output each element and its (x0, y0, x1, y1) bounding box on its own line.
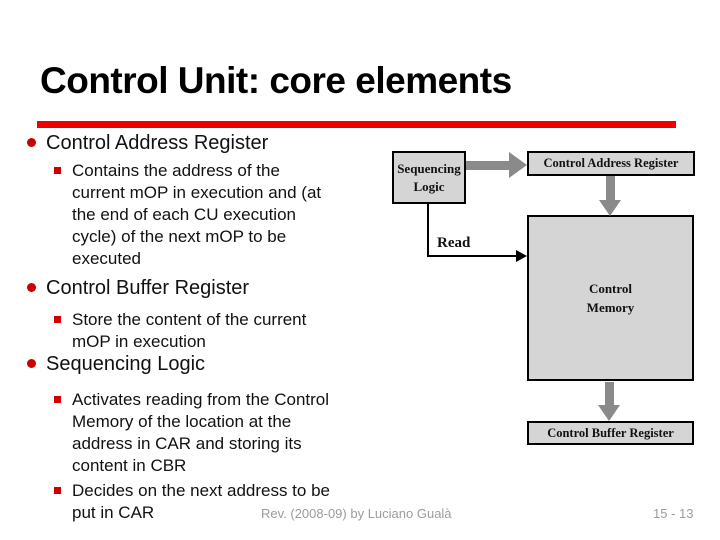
bullet-item-sequencing-logic: Sequencing Logic (27, 353, 206, 376)
slide-title: Control Unit: core elements (40, 60, 512, 101)
bullet-item-control-address-register: Control Address Register (27, 132, 269, 155)
arrow-down-icon (605, 382, 614, 407)
sub-bullet-text: Activates reading from the Control Memor… (72, 390, 330, 475)
footer-credit: Rev. (2008-09) by Luciano Gualà (261, 506, 452, 521)
bullet-dot-icon (27, 359, 36, 368)
title-underline-rule (37, 121, 676, 128)
sub-bullet-text: Store the content of the current mOP in … (72, 310, 307, 351)
sub-bullet-sl-activates: Activates reading from the Control Memor… (54, 389, 340, 477)
sub-bullet-square-icon (54, 396, 61, 403)
sub-bullet-text: Decides on the next address to be put in… (72, 481, 330, 522)
arrow-right-icon (466, 161, 511, 170)
arrow-down-icon (606, 176, 615, 202)
arrow-right-head-icon (509, 152, 527, 178)
bullet-item-control-buffer-register: Control Buffer Register (27, 277, 250, 300)
diagram-box-control-buffer-register: Control Buffer Register (527, 421, 694, 445)
read-signal-label: Read (437, 235, 471, 251)
sub-bullet-text: Contains the address of the current mOP … (72, 161, 322, 268)
sub-bullet-sl-decides: Decides on the next address to be put in… (54, 480, 332, 524)
diagram-box-control-memory: Control Memory (527, 215, 694, 381)
bullet-dot-icon (27, 283, 36, 292)
diagram-box-control-memory-label: Control Memory (586, 280, 635, 316)
sub-bullet-car-description: Contains the address of the current mOP … (54, 160, 322, 270)
read-signal-line-vertical (427, 204, 429, 257)
bullet-dot-icon (27, 138, 36, 147)
read-signal-line-horizontal (427, 255, 517, 257)
sub-bullet-square-icon (54, 487, 61, 494)
sub-bullet-square-icon (54, 316, 61, 323)
bullet-heading: Control Address Register (46, 132, 269, 154)
read-signal-arrowhead-icon (516, 250, 527, 262)
bullet-heading: Sequencing Logic (46, 353, 206, 375)
diagram-box-control-address-register: Control Address Register (527, 151, 695, 176)
bullet-heading: Control Buffer Register (46, 277, 250, 299)
arrow-down-head-icon (599, 200, 621, 216)
diagram-box-sequencing-logic: Sequencing Logic (392, 151, 466, 204)
sub-bullet-square-icon (54, 167, 61, 174)
sub-bullet-cbr-description: Store the content of the current mOP in … (54, 309, 322, 353)
arrow-down-head-icon (598, 405, 620, 421)
footer-page-number: 15 - 13 (653, 506, 694, 521)
